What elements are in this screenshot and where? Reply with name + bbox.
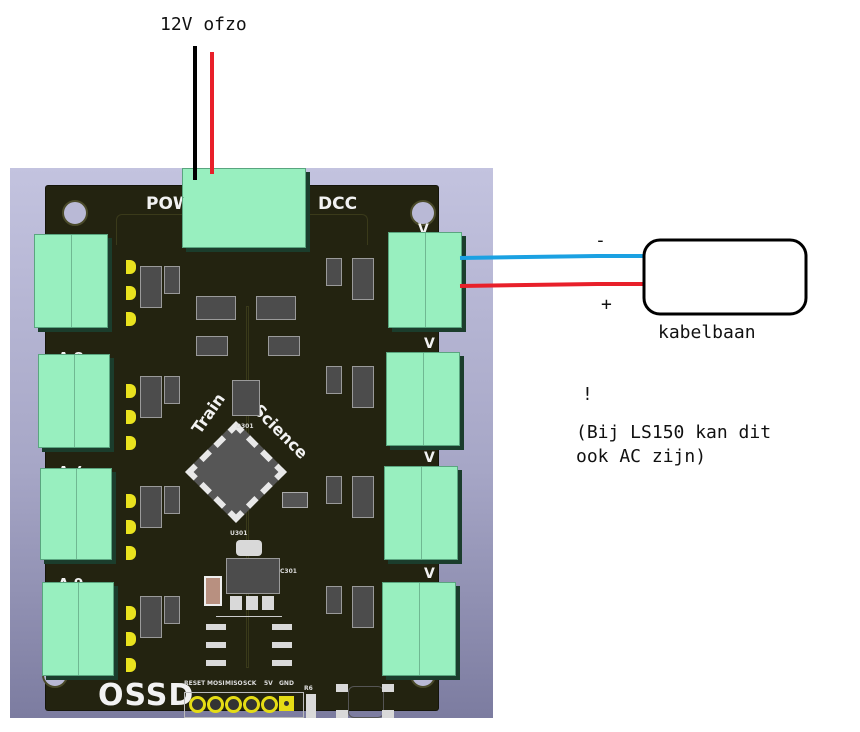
terminal-block-output-4 bbox=[382, 582, 456, 676]
resistor-r6 bbox=[306, 694, 316, 718]
crystal bbox=[282, 492, 308, 508]
transistor bbox=[326, 476, 342, 504]
minus-label: - bbox=[595, 230, 606, 251]
header-label-reset: RESET bbox=[184, 680, 206, 687]
exclamation-mark: ! bbox=[582, 384, 593, 405]
note-line-1: (Bij LS150 kan dit bbox=[576, 422, 772, 443]
terminal-block-power-dcc bbox=[182, 168, 306, 248]
regulator-pin bbox=[262, 596, 274, 610]
mounting-hole-top-left bbox=[62, 200, 88, 226]
header-pin-reset bbox=[189, 696, 206, 713]
transistor bbox=[140, 376, 162, 418]
diode-d503 bbox=[256, 296, 296, 320]
pow-label: POW bbox=[146, 194, 192, 214]
transistor bbox=[164, 486, 180, 514]
terminal-block-output-5 bbox=[42, 582, 114, 676]
brand-label: OSSD bbox=[98, 678, 195, 713]
terminal-pad bbox=[126, 384, 136, 398]
terminal-pad bbox=[126, 286, 136, 300]
terminal-pad bbox=[126, 546, 136, 560]
dcc-label: DCC bbox=[318, 194, 358, 214]
voltage-regulator bbox=[226, 558, 280, 594]
wire-blue-track bbox=[459, 254, 646, 260]
terminal-pad bbox=[126, 410, 136, 424]
transistor bbox=[326, 586, 342, 614]
terminal-block-output-3 bbox=[384, 466, 458, 560]
transistor bbox=[164, 376, 180, 404]
ic-outline bbox=[216, 616, 282, 677]
reset-button-pad bbox=[336, 710, 348, 718]
header-label-5v: 5V bbox=[264, 680, 273, 687]
header-pin-sck bbox=[243, 696, 260, 713]
programming-header bbox=[184, 692, 304, 718]
transistor bbox=[326, 258, 342, 286]
ic-pin bbox=[206, 642, 226, 648]
pcb-render: POW DCC OSSD Train Science D301 U301 C30… bbox=[10, 168, 493, 718]
terminal-pad bbox=[126, 312, 136, 326]
transistor bbox=[352, 476, 374, 518]
diode-d502 bbox=[268, 336, 300, 356]
load-box bbox=[642, 238, 808, 316]
terminal-block-output-1 bbox=[388, 232, 462, 328]
ic-pin bbox=[206, 660, 226, 666]
header-label-miso: MISO bbox=[225, 680, 243, 687]
terminal-pad bbox=[126, 632, 136, 646]
diode-d301 bbox=[196, 336, 228, 356]
header-pin-gnd bbox=[279, 696, 294, 711]
wire-red-track bbox=[459, 282, 646, 288]
ic-pin bbox=[272, 624, 292, 630]
terminal-block-output-7 bbox=[38, 354, 110, 448]
header-pin-5v bbox=[261, 696, 278, 713]
reset-button-pad bbox=[382, 710, 394, 718]
header-label-mosi: MOSI bbox=[207, 680, 225, 687]
header-label-gnd: GND bbox=[279, 680, 294, 687]
transistor bbox=[352, 586, 374, 628]
terminal-pad bbox=[126, 260, 136, 274]
reset-button bbox=[348, 686, 384, 718]
reset-button-pad bbox=[336, 684, 348, 692]
mcu-refdes: D301 bbox=[236, 423, 254, 430]
regulator-tab bbox=[236, 540, 262, 556]
diode-d501 bbox=[196, 296, 236, 320]
terminal-pad bbox=[126, 436, 136, 450]
power-supply-label: 12V ofzo bbox=[160, 14, 247, 35]
ic-pin bbox=[272, 642, 292, 648]
terminal-block-output-6 bbox=[40, 468, 112, 560]
header-pin-miso bbox=[225, 696, 242, 713]
load-label: kabelbaan bbox=[658, 322, 756, 343]
transistor bbox=[140, 596, 162, 638]
terminal-block-output-8 bbox=[34, 234, 108, 328]
ic-pin bbox=[206, 624, 226, 630]
capacitor-c303 bbox=[204, 576, 222, 606]
regulator-pin bbox=[246, 596, 258, 610]
resistor-refdes: R6 bbox=[304, 685, 313, 692]
terminal-block-output-2 bbox=[386, 352, 460, 446]
ic-pin bbox=[272, 660, 292, 666]
transistor bbox=[352, 258, 374, 300]
capacitor-refdes: C301 bbox=[280, 568, 297, 575]
header-pin-mosi bbox=[207, 696, 224, 713]
transistor bbox=[326, 366, 342, 394]
mounting-hole-top-right bbox=[410, 200, 436, 226]
terminal-pad bbox=[126, 606, 136, 620]
transistor bbox=[164, 596, 180, 624]
transistor bbox=[352, 366, 374, 408]
reset-button-pad bbox=[382, 684, 394, 692]
regulator-refdes: U301 bbox=[230, 530, 248, 537]
terminal-pad bbox=[126, 520, 136, 534]
regulator-pin bbox=[230, 596, 242, 610]
transistor bbox=[164, 266, 180, 294]
plus-label: + bbox=[601, 294, 612, 315]
note-line-2: ook AC zijn) bbox=[576, 446, 707, 467]
header-label-sck: SCK bbox=[243, 680, 257, 687]
diode-package bbox=[232, 380, 260, 416]
transistor bbox=[140, 486, 162, 528]
transistor bbox=[140, 266, 162, 308]
terminal-pad bbox=[126, 494, 136, 508]
terminal-pad bbox=[126, 658, 136, 672]
